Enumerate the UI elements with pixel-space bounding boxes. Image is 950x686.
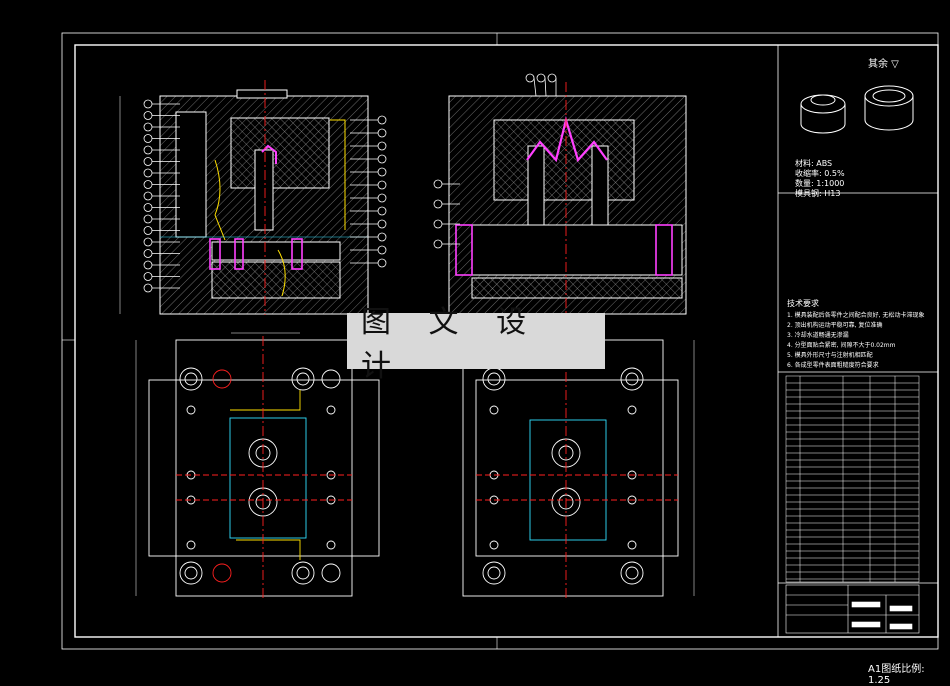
scale-note: A1图纸比例: 1.25 bbox=[868, 664, 925, 686]
note-3: 3. 冷却水道畅通无渗漏 bbox=[787, 332, 849, 339]
mold-section-right bbox=[448, 82, 687, 315]
title-column bbox=[777, 45, 938, 637]
roughness-note: 其余 ▽ bbox=[868, 59, 899, 70]
part-isometric-icon bbox=[800, 85, 914, 134]
bom-table bbox=[785, 375, 920, 583]
watermark: 图 文 设 计 bbox=[347, 305, 605, 384]
note-1: 1. 模具装配后各零件之间配合良好, 无松动卡滞现象 bbox=[787, 312, 925, 319]
leader-balloons bbox=[143, 73, 557, 293]
note-6: 6. 各成型零件表面粗糙度符合要求 bbox=[787, 362, 879, 369]
note-4: 4. 分型面贴合紧密, 间隙不大于0.02mm bbox=[787, 342, 896, 349]
title-block bbox=[785, 584, 920, 634]
note-2: 2. 顶出机构运动平稳可靠, 复位准确 bbox=[787, 322, 883, 329]
drawing-frame bbox=[61, 32, 939, 650]
dimension-lines bbox=[119, 96, 695, 596]
spec-line-1: 材料: ABS bbox=[795, 159, 833, 168]
mold-plan-left bbox=[148, 336, 380, 600]
note-5: 5. 模具外形尺寸与注射机相匹配 bbox=[787, 352, 873, 359]
watermark-text: 图 文 设 计 bbox=[361, 305, 541, 384]
spec-line-2: 收缩率: 0.5% bbox=[795, 169, 845, 178]
notes-heading: 技术要求 bbox=[787, 299, 819, 308]
spec-line-3: 数量: 1:1000 bbox=[795, 179, 845, 188]
spec-line-4: 模具钢: H13 bbox=[795, 189, 841, 198]
mold-section-left bbox=[159, 80, 369, 315]
